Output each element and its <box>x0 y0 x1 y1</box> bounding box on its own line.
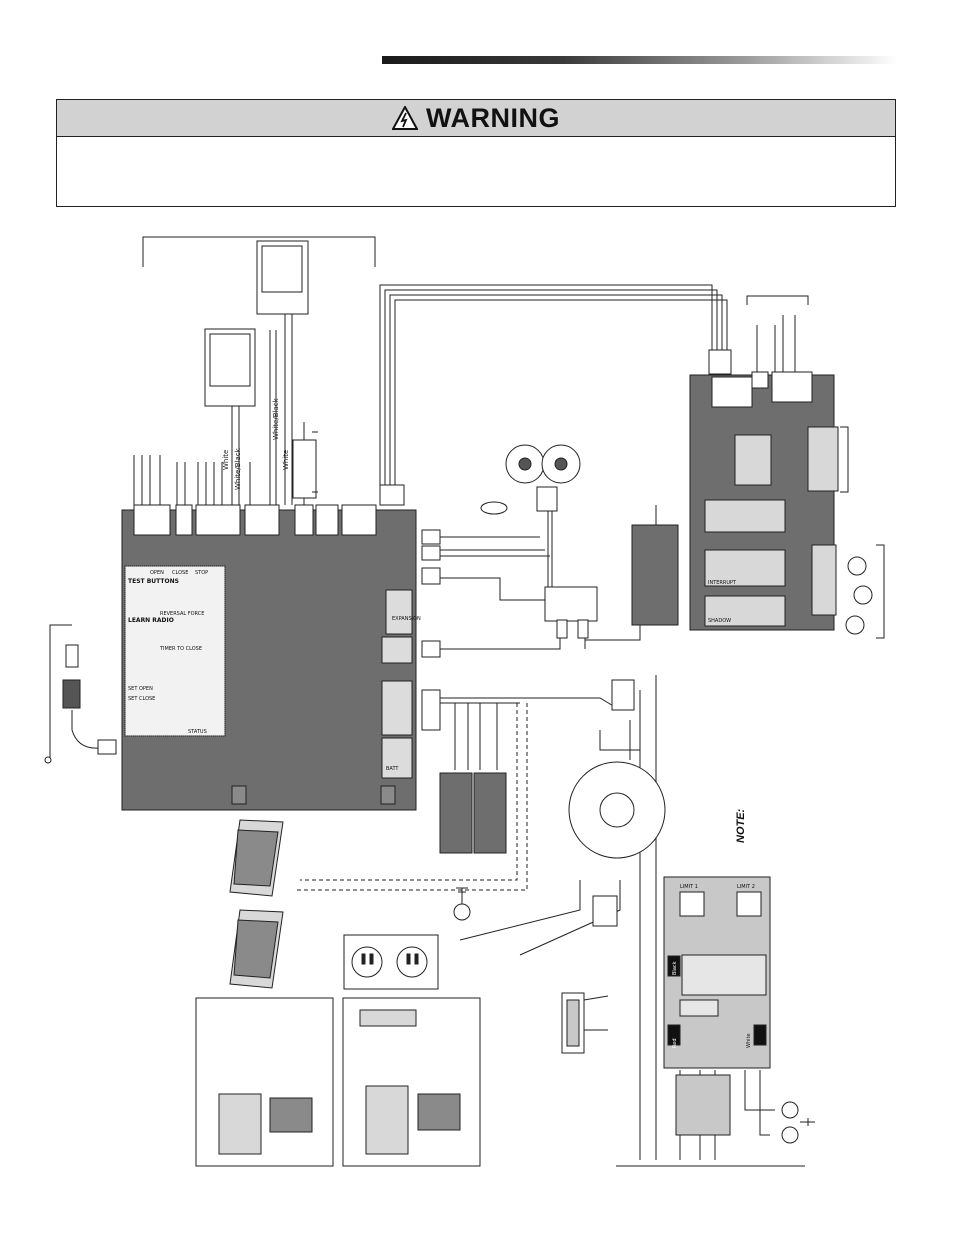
close-button-label: CLOSE <box>172 570 188 576</box>
batteries <box>439 772 507 854</box>
test-buttons-label: TEST BUTTONS <box>128 578 179 585</box>
limit-left-label: LIMIT 1 <box>680 884 698 890</box>
warning-title: WARNING <box>426 102 560 133</box>
timer-to-close-label: TIMER TO CLOSE <box>159 646 202 652</box>
transformer <box>568 679 666 927</box>
open-button-label: OPEN <box>150 570 164 576</box>
wire-label-black: Black <box>672 961 678 975</box>
header-gradient-bar <box>382 56 898 64</box>
interrupt-label: INTERRUPT <box>708 580 737 586</box>
shadow-label: SHADOW <box>708 618 731 624</box>
status-label: STATUS <box>188 729 207 735</box>
motor <box>480 444 581 515</box>
main-control-board <box>121 509 417 811</box>
stop-button-label: STOP <box>195 570 208 576</box>
battery-label: BATT <box>386 766 399 772</box>
warning-box: WARNING <box>56 99 896 207</box>
reversal-force-label: REVERSAL FORCE <box>160 611 204 617</box>
power-outlet <box>343 934 439 990</box>
expansion-board <box>689 371 839 631</box>
expansion-label: EXPANSION <box>392 616 421 622</box>
wire-label-white-1: White <box>222 450 230 470</box>
capacitor <box>631 524 679 626</box>
learn-radio-label: LEARN RADIO <box>128 617 174 624</box>
note-label: NOTE: <box>735 808 747 843</box>
limit-switch <box>561 992 609 1054</box>
wire-label-white-black-1: White/Black <box>234 447 242 490</box>
wire-label-white-2: White <box>282 450 290 470</box>
wire-label-red: Red <box>672 1039 678 1049</box>
set-close-label: SET CLOSE <box>128 696 155 702</box>
expansion-round-sensors <box>845 556 873 635</box>
wire-label-white-3: White <box>746 1033 752 1048</box>
accessory-box-left <box>195 997 334 1167</box>
wire-label-white-black-2: White/Black <box>272 397 280 440</box>
limit-board <box>663 876 771 1136</box>
motor-connectors <box>421 529 441 731</box>
warning-header: WARNING <box>57 100 895 137</box>
ground-symbols <box>453 887 815 1144</box>
antenna <box>44 624 117 764</box>
main-board-terminal-blocks <box>133 504 377 536</box>
remote-controls <box>229 819 284 989</box>
set-open-label: SET OPEN <box>128 686 153 692</box>
electric-shock-warning-icon <box>392 106 418 130</box>
relay <box>544 586 598 639</box>
accessory-box-right <box>342 997 481 1167</box>
limit-right-label: LIMIT 2 <box>737 884 755 890</box>
